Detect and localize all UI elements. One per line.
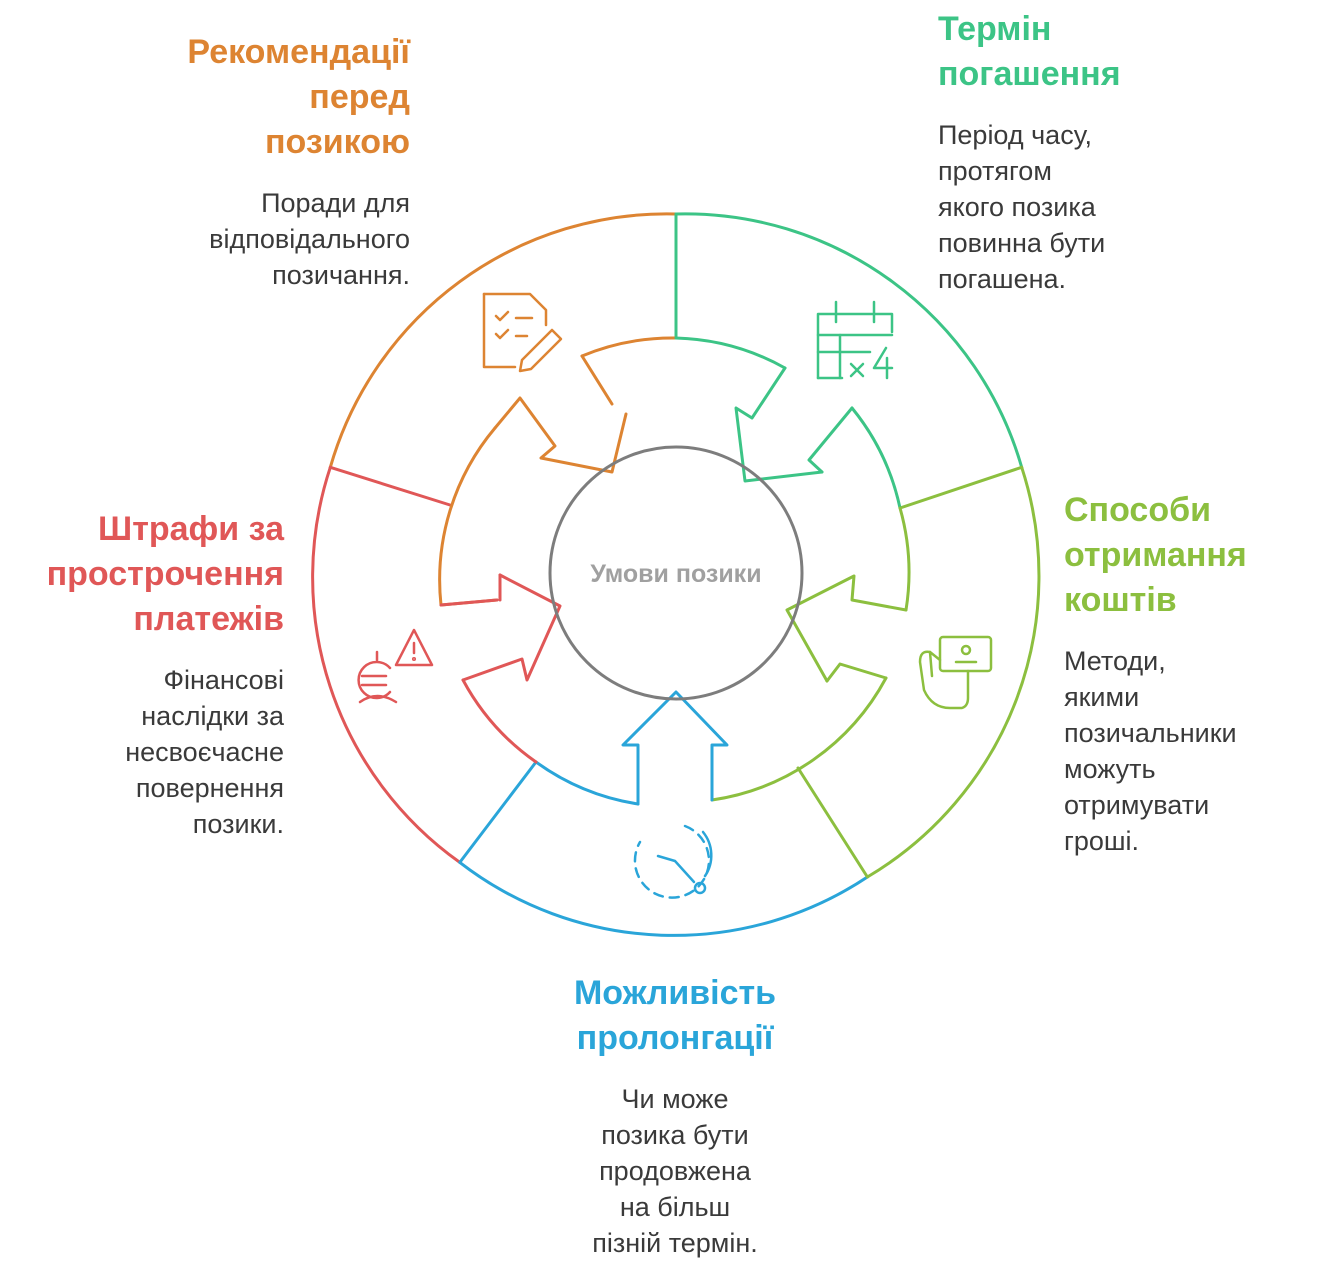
ring-arc-blue [458,860,869,937]
ring-arc-green [674,212,1024,469]
divider-blue-red [458,760,538,864]
divider-green-lime [898,465,1024,510]
recommendations-desc: Поради для відповідального позичання. [209,188,410,290]
segment-recommendations: Рекомендації перед позикою Поради для ві… [110,30,410,293]
repayment-title: Термін погашення [938,10,1121,93]
checklist-pencil-icon [482,292,563,373]
hand-card-icon [918,635,993,710]
repayment-desc: Період часу, протягом якого позика повин… [938,120,1106,294]
ring-arc-orange [328,212,678,469]
divider-lime-blue [796,766,869,879]
clock-icon [633,824,713,899]
divider-red-orange [328,465,452,507]
segment-repayment: Термін погашення Період часу, протягом я… [938,7,1218,297]
arrow-green [674,336,902,510]
segment-methods: Способи отримання коштів Методи, якими п… [1064,488,1324,859]
euro-warning-icon [357,628,434,704]
arrow-blue [534,690,729,806]
prolongation-title: Можливість пролонгації [573,974,777,1057]
center-circle [548,445,804,701]
prolongation-desc: Чи може позика бути продовжена на більш … [592,1084,758,1258]
penalties-desc: Фінансові наслідки за несвоєчасне поверн… [125,665,284,839]
ring-arc-lime [865,465,1041,879]
arrow-red [439,573,562,764]
arrow-lime [710,506,911,802]
recommendations-title: Рекомендації перед позикою [187,33,410,161]
methods-desc: Методи, якими позичальники можуть отриму… [1064,646,1237,856]
methods-title: Способи отримання коштів [1064,491,1247,619]
center-label: Умови позики [590,560,761,588]
segment-penalties: Штрафи за прострочення платежів Фінансов… [20,507,284,842]
penalties-title: Штрафи за прострочення платежів [46,510,284,638]
calendar-x4-icon [816,300,894,380]
ring-arc-red [311,465,462,864]
segment-prolongation: Можливість пролонгації Чи може позика бу… [520,971,830,1261]
